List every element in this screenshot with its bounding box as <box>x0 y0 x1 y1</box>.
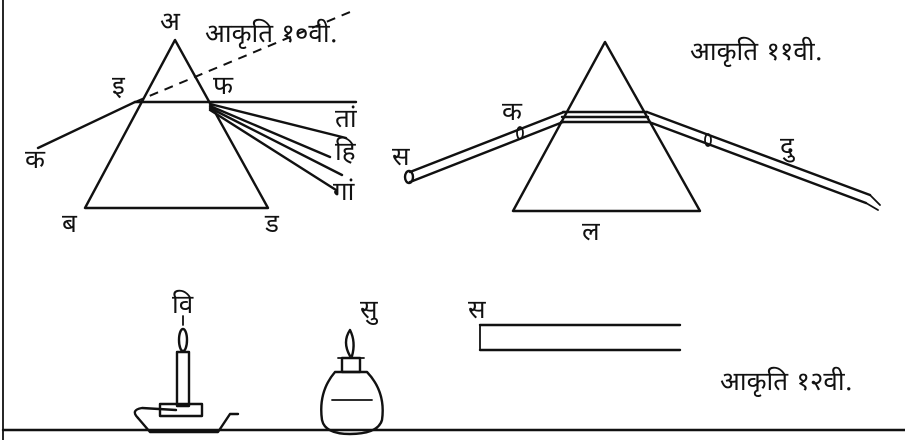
candle-flame <box>177 327 189 353</box>
fig11-tube-in-top <box>408 110 566 174</box>
fig10-label-right-base: ड <box>264 209 280 239</box>
candle <box>133 315 240 434</box>
fig10-label-exit: फ <box>213 71 234 101</box>
lamp-flame <box>344 328 355 358</box>
candle-holder <box>158 402 204 418</box>
figure-11: आकृति ११वी. स क ल दु <box>392 36 881 247</box>
figure-10: अ आकृति १०वी. इ फ क तां हि गां ब ड <box>25 7 358 239</box>
oil-lamp <box>320 328 384 436</box>
fig11-label-base: ल <box>582 217 600 247</box>
fig11-label-tube-out-mark: दु <box>780 132 795 163</box>
fig10-ray-middle <box>208 104 332 159</box>
fig11-label-tube-in-mark: क <box>502 97 523 127</box>
fig10-ray-lower <box>208 106 344 177</box>
fig10-ray-lowest <box>208 108 338 192</box>
fig10-caption: आकृति १०वी. <box>205 18 338 49</box>
candle-handle <box>133 406 178 420</box>
figure-12: वि सु स आकृति १२वी. <box>133 289 853 436</box>
fig10-label-apex: अ <box>160 7 181 37</box>
fig10-ray-upper <box>208 102 348 140</box>
fig11-prism <box>511 40 702 213</box>
fig12-label-slit: स <box>468 295 486 325</box>
fig11-label-tube-in-end: स <box>392 142 410 172</box>
fig12-label-candle: वि <box>172 289 194 320</box>
fig11-tube-in-bottom <box>408 120 565 184</box>
fig11-tube-out-top <box>645 110 872 197</box>
fig10-label-ray-lower: गां <box>333 177 356 207</box>
candle-stick <box>175 350 191 408</box>
fig11-tube-in-end <box>403 169 415 185</box>
fig11-tube-out-mark <box>704 133 712 147</box>
fig11-tube-out-bottom <box>647 120 868 205</box>
fig11-tube-out-tip-a <box>869 194 881 206</box>
fig10-label-source: क <box>25 145 46 175</box>
fig10-incident-ray <box>36 100 137 150</box>
fig12-caption: आकृति १२वी. <box>720 366 853 397</box>
fig11-caption: आकृति ११वी. <box>690 36 823 67</box>
fig11-tube-out-tip-b <box>865 202 879 211</box>
lamp-neck <box>340 356 362 374</box>
fig12-label-lamp: सु <box>360 295 379 325</box>
fig10-label-left-base: ब <box>62 209 78 239</box>
fig10-label-ray-upper: तां <box>335 104 358 134</box>
candle-dish <box>136 412 240 434</box>
fig11-tube-in-mark <box>516 126 524 140</box>
fig10-prism <box>83 38 270 210</box>
lamp-body <box>320 370 384 436</box>
slit <box>478 323 682 352</box>
fig10-label-entry: इ <box>112 71 126 101</box>
fig10-dashed-extension <box>134 11 351 103</box>
fig10-label-ray-middle: हि <box>335 136 357 167</box>
